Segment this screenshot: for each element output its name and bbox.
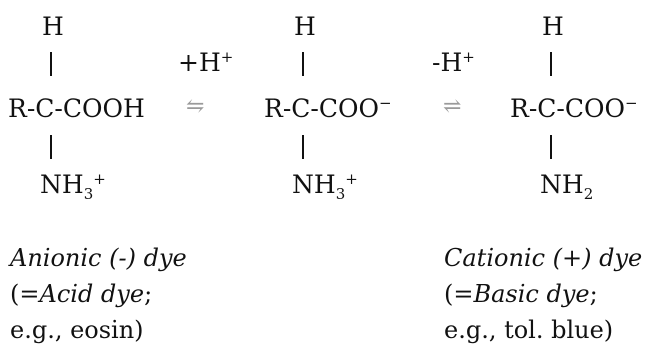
second-arrow-label: -H+ (432, 48, 475, 77)
left-caption-example: e.g., eosin) (10, 316, 144, 344)
right-lower-bond (550, 135, 552, 159)
right-hydrogen: H (542, 12, 564, 41)
left-amine: NH3+ (40, 170, 106, 203)
right-caption-example: e.g., tol. blue) (444, 316, 614, 344)
left-formula: R-C-COOH (8, 94, 145, 123)
first-arrow-label: +H+ (178, 48, 234, 77)
right-amine: NH2 (540, 170, 594, 203)
right-formula: R-C-COO− (510, 94, 638, 123)
left-hydrogen: H (42, 12, 64, 41)
left-upper-bond (50, 52, 52, 76)
left-caption-type: (=Acid dye; (10, 280, 153, 308)
right-upper-bond (550, 52, 552, 76)
first-equilibrium-arrow-icon: ⇋ (186, 94, 205, 119)
middle-lower-bond (302, 135, 304, 159)
right-caption-title: Cationic (+) dye (444, 244, 643, 272)
middle-hydrogen: H (294, 12, 316, 41)
middle-upper-bond (302, 52, 304, 76)
middle-formula: R-C-COO− (264, 94, 392, 123)
middle-amine: NH3+ (292, 170, 358, 203)
second-equilibrium-arrow-icon: ⇌ (443, 94, 462, 119)
right-caption-type: (=Basic dye; (444, 280, 598, 308)
left-lower-bond (50, 135, 52, 159)
left-caption-title: Anionic (-) dye (10, 244, 187, 272)
